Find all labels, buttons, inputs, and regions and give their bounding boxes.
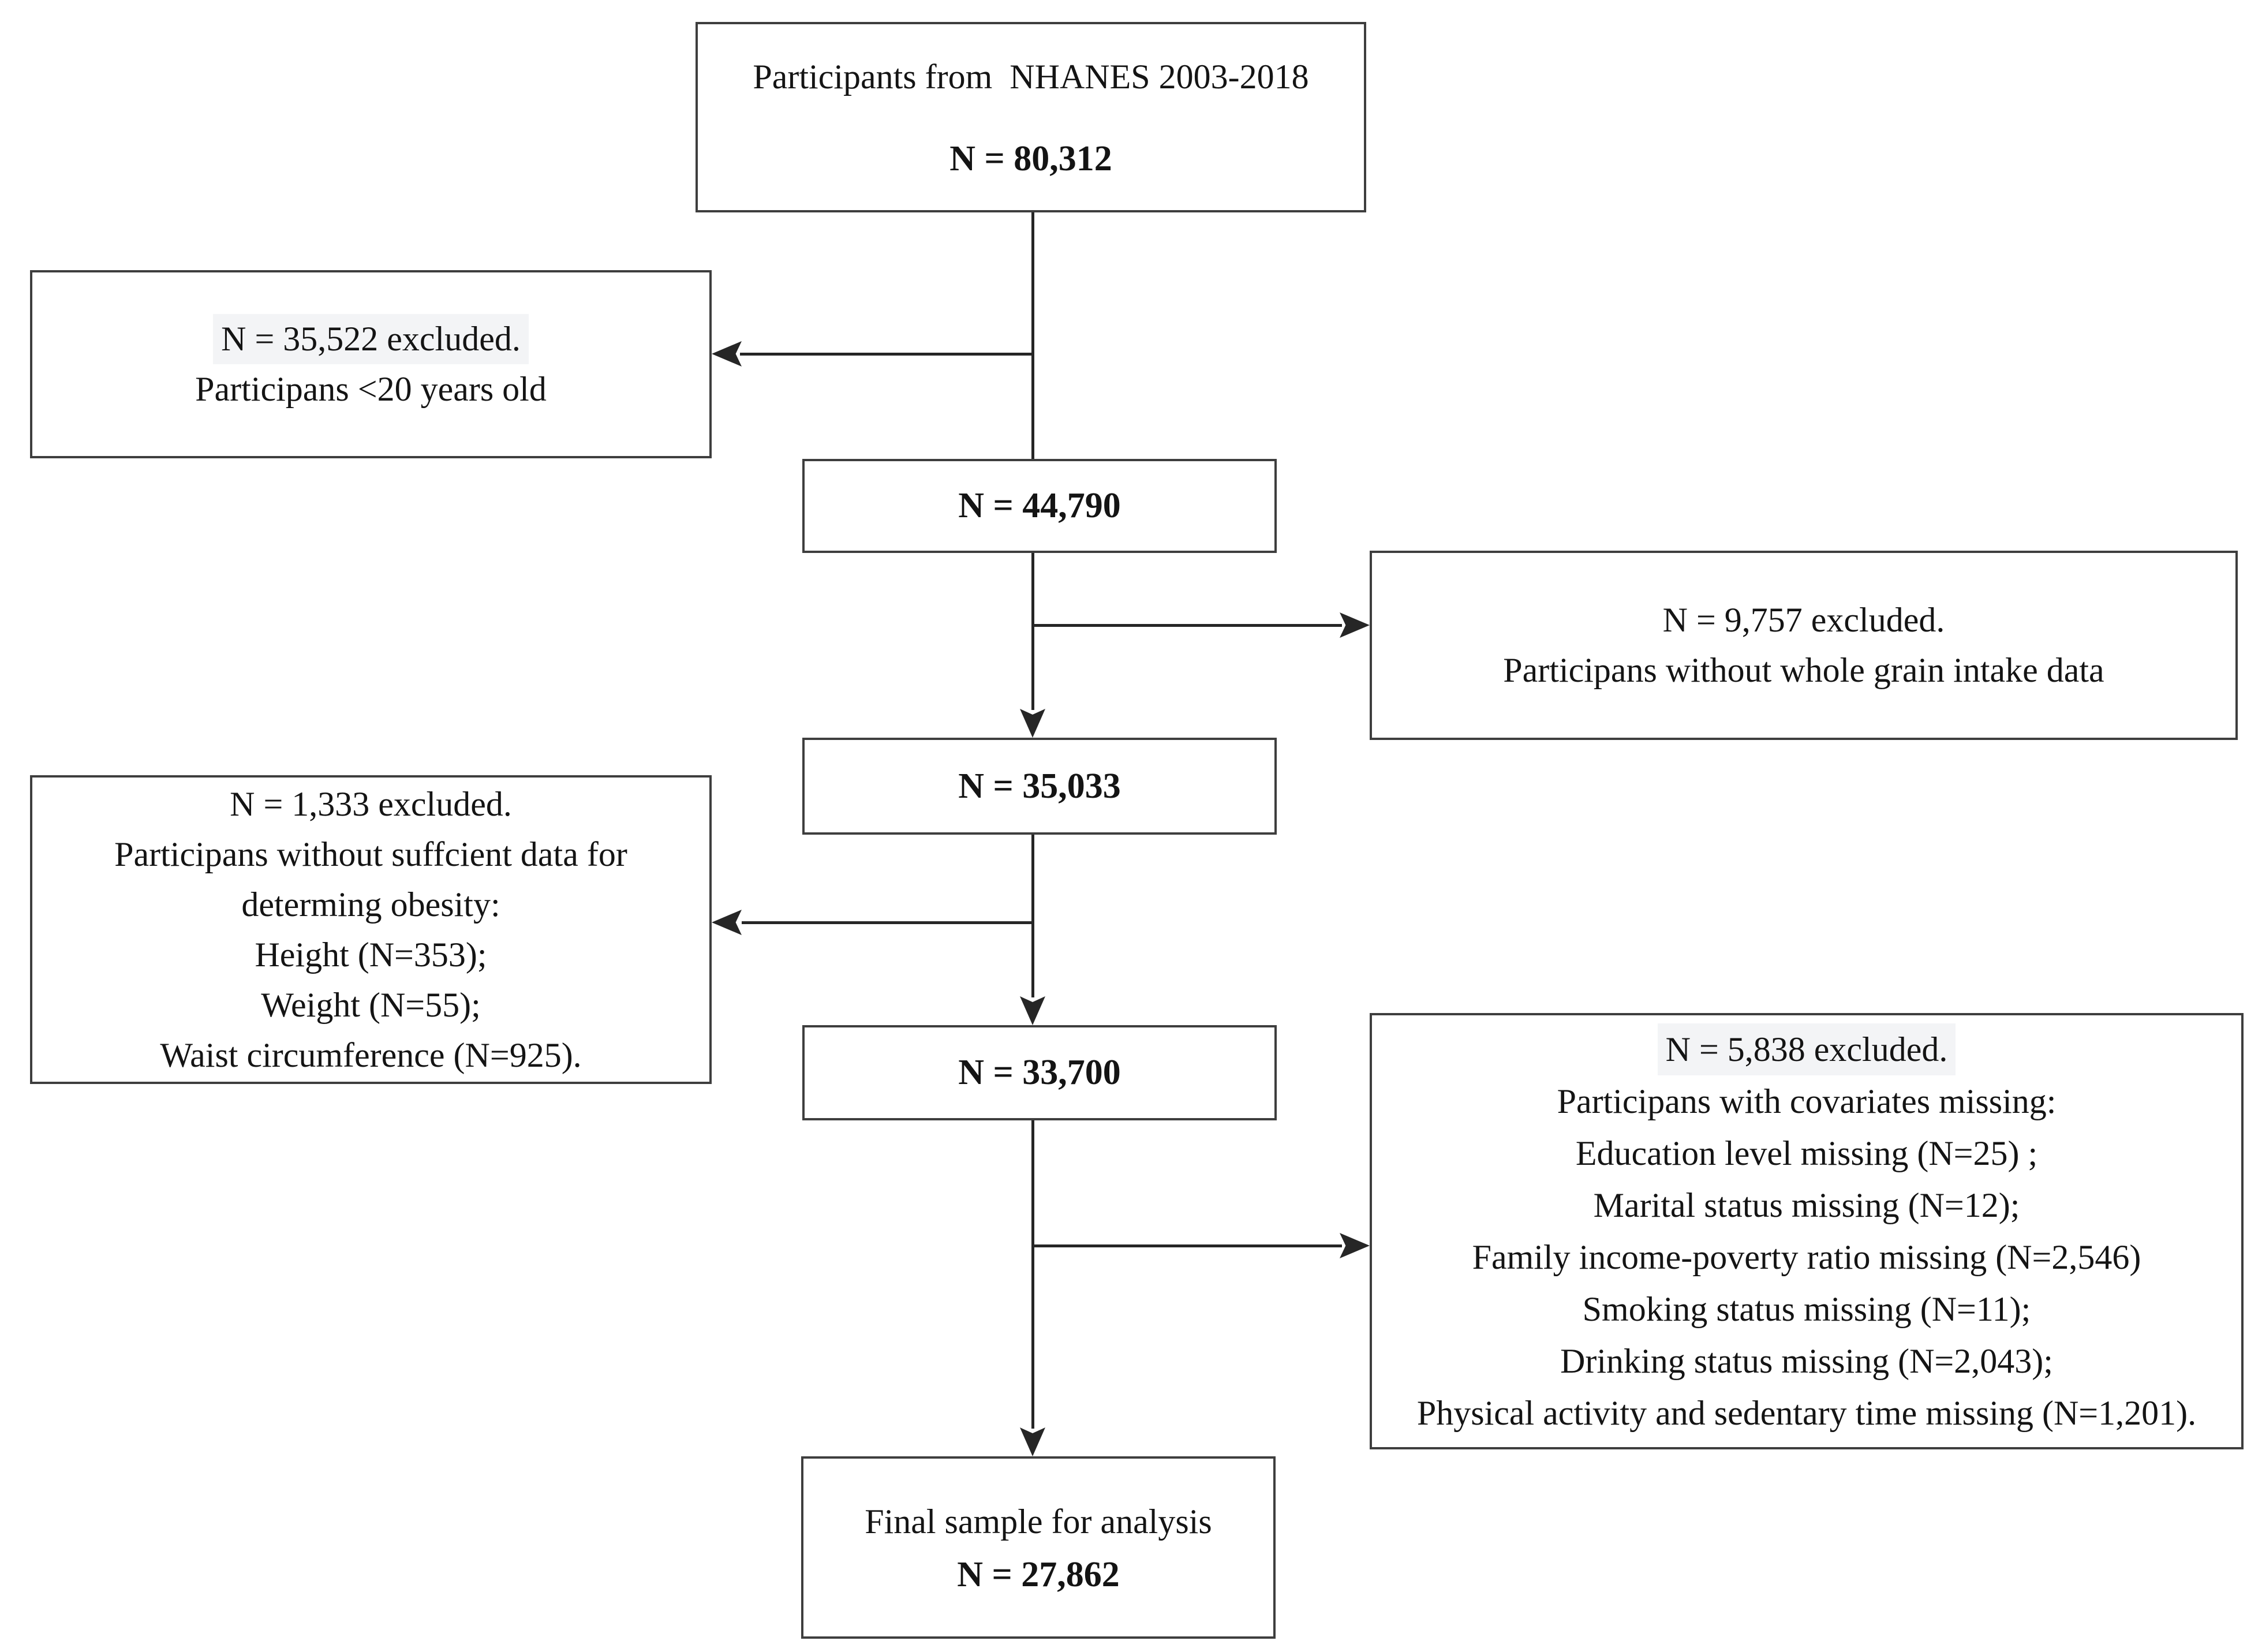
- node-final-sample: Final sample for analysis N = 27,862: [801, 1456, 1276, 1639]
- node-count-33700: N = 33,700: [802, 1025, 1277, 1120]
- node-count-44790: N = 44,790: [802, 459, 1277, 553]
- arrowhead-left-excluded-obesity: [712, 910, 742, 935]
- node-excluded-whole-grain: N = 9,757 excluded. Participans without …: [1370, 551, 2238, 740]
- connector-source-to-44790: [1031, 212, 1034, 459]
- excluded-covariates-marital: Marital status missing (N=12);: [1593, 1186, 2020, 1224]
- node-count-33700-value: N = 33,700: [958, 1053, 1121, 1093]
- excluded-grain-count: N = 9,757 excluded.: [1662, 601, 1945, 639]
- excluded-covariates-education: Education level missing (N=25) ;: [1575, 1134, 2038, 1172]
- connector-35033-to-33700: [1031, 835, 1034, 997]
- node-source-population: Participants from NHANES 2003-2018 N = 8…: [696, 22, 1366, 212]
- node-final-count: N = 27,862: [957, 1555, 1120, 1595]
- node-final-label: Final sample for analysis: [865, 1503, 1212, 1541]
- node-excluded-covariates: N = 5,838 excluded. Participans with cov…: [1370, 1013, 2244, 1449]
- excluded-covariates-smoking: Smoking status missing (N=11);: [1582, 1290, 2031, 1328]
- arrowhead-down-33700: [1020, 996, 1045, 1025]
- excluded-covariates-income: Family income-poverty ratio missing (N=2…: [1472, 1238, 2141, 1276]
- arrowhead-right-excluded-covariates: [1340, 1233, 1370, 1258]
- connector-branch-excluded-covariates: [1031, 1244, 1342, 1247]
- excluded-grain-reason: Participans without whole grain intake d…: [1503, 651, 2104, 689]
- excluded-obesity-height: Height (N=353);: [255, 935, 487, 974]
- excluded-covariates-drinking: Drinking status missing (N=2,043);: [1560, 1342, 2053, 1380]
- excluded-obesity-waist: Waist circumference (N=925).: [160, 1036, 582, 1074]
- node-excluded-age: N = 35,522 excluded. Participans <20 yea…: [30, 270, 712, 458]
- node-count-35033: N = 35,033: [802, 738, 1277, 835]
- excluded-age-reason: Participans <20 years old: [195, 370, 547, 408]
- excluded-obesity-reason-1: Participans without suffcient data for: [114, 835, 627, 873]
- connector-33700-to-final: [1031, 1120, 1034, 1429]
- node-source-count: N = 80,312: [949, 139, 1112, 179]
- connector-44790-to-35033: [1031, 553, 1034, 710]
- node-count-35033-value: N = 35,033: [958, 766, 1121, 806]
- connector-branch-excluded-age: [740, 353, 1034, 356]
- excluded-obesity-reason-2: determing obesity:: [241, 885, 500, 924]
- node-excluded-obesity-data: N = 1,333 excluded. Participans without …: [30, 775, 712, 1084]
- arrowhead-down-final: [1020, 1427, 1045, 1456]
- arrowhead-right-excluded-grain: [1340, 612, 1370, 638]
- excluded-obesity-weight: Weight (N=55);: [261, 985, 481, 1024]
- node-count-44790-value: N = 44,790: [958, 486, 1121, 526]
- excluded-covariates-count: N = 5,838 excluded.: [1657, 1023, 1956, 1075]
- excluded-covariates-activity: Physical activity and sedentary time mis…: [1416, 1394, 2197, 1432]
- excluded-age-count: N = 35,522 excluded.: [213, 314, 529, 364]
- arrowhead-left-excluded-age: [712, 341, 742, 367]
- connector-branch-excluded-obesity: [742, 921, 1034, 924]
- arrowhead-down-35033: [1020, 709, 1045, 738]
- excluded-obesity-count: N = 1,333 excluded.: [230, 784, 512, 823]
- node-source-label: Participants from NHANES 2003-2018: [753, 58, 1309, 96]
- excluded-covariates-reason: Participans with covariates missing:: [1557, 1082, 2057, 1120]
- connector-branch-excluded-grain: [1031, 624, 1342, 627]
